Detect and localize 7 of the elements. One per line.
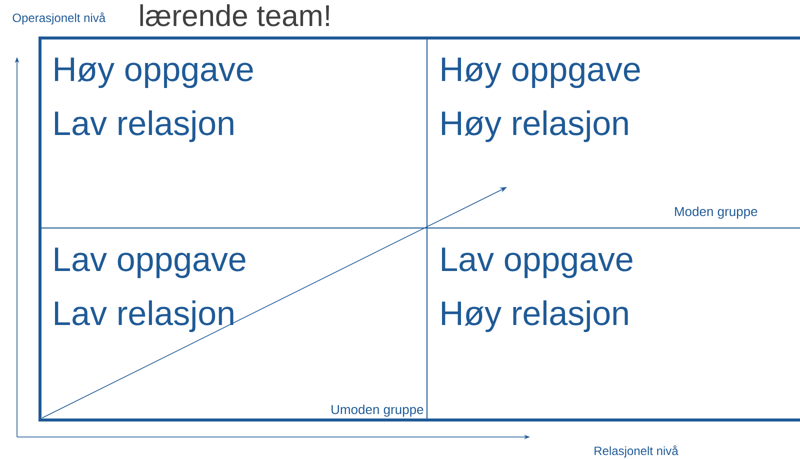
quadrant: Lav oppgave Lav relasjon Umoden gruppe [55,248,424,417]
quadrant: Høy oppgave Lav relasjon [55,58,253,142]
title: lærende team! [140,4,329,26]
axis-label: Relasjonelt nivå [594,445,678,458]
quadrant: Høy oppgave Høy relasjon Moden gruppe [442,58,758,219]
axis-label: Operasjonelt nivå [12,12,106,24]
quadrant: Lav oppgave Høy relasjon [442,248,632,332]
